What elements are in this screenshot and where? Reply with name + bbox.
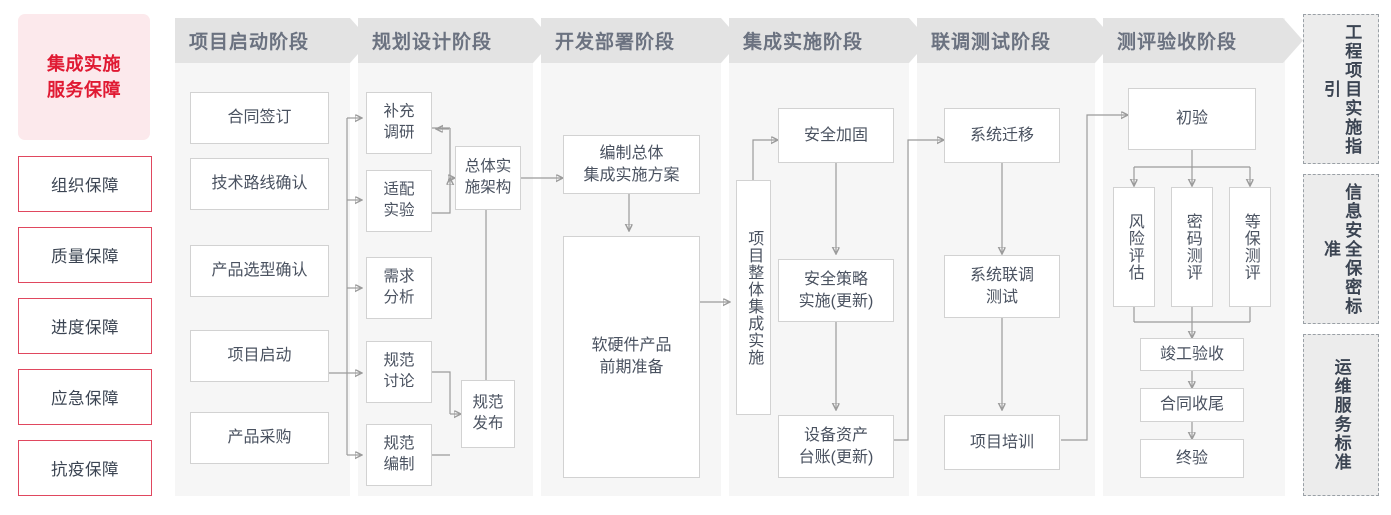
node-label: 等保测评 xyxy=(1241,213,1259,281)
node-label: 补充 调研 xyxy=(383,103,415,141)
guarantee-item-3[interactable]: 应急保障 xyxy=(18,369,152,425)
phase-header-1[interactable]: 项目启动阶段 xyxy=(175,18,370,63)
node-label: 初验 xyxy=(1175,110,1208,128)
standard-label: 运维服务标准 xyxy=(1331,358,1351,472)
node-product-procurement[interactable]: 产品采购 xyxy=(190,412,329,464)
node-label: 规范 讨论 xyxy=(383,352,415,390)
brand-line-1: 集成实施 xyxy=(47,53,121,74)
node-label: 项目启动 xyxy=(227,347,292,365)
node-label: 合同签订 xyxy=(227,109,292,127)
node-spec-drafting[interactable]: 规范 编制 xyxy=(366,424,432,486)
node-overall-project-integration[interactable]: 项目整体集成实施 xyxy=(736,180,771,415)
node-label: 安全策略 实施(更新) xyxy=(798,270,874,310)
phase-header-label: 测评验收阶段 xyxy=(1117,32,1238,53)
node-label: 项目培训 xyxy=(969,433,1034,451)
guarantee-item-2[interactable]: 进度保障 xyxy=(18,298,152,354)
phase-header-2[interactable]: 规划设计阶段 xyxy=(358,18,553,63)
node-label: 编制总体 集成实施方案 xyxy=(583,144,680,184)
guarantee-label: 抗疫保障 xyxy=(51,461,119,479)
phase-header-label: 项目启动阶段 xyxy=(189,32,310,53)
node-contract-signing[interactable]: 合同签订 xyxy=(190,92,329,144)
node-completion-acceptance[interactable]: 竣工验收 xyxy=(1140,338,1244,371)
standard-label: 信息安全保密标准 xyxy=(1321,182,1362,316)
node-preliminary-acceptance[interactable]: 初验 xyxy=(1128,88,1256,150)
guarantee-label: 进度保障 xyxy=(51,319,119,337)
node-label: 需求 分析 xyxy=(383,268,415,306)
node-overall-implementation-architecture[interactable]: 总体实 施架构 xyxy=(455,146,521,210)
phase-header-label: 集成实施阶段 xyxy=(743,32,864,53)
phase-header-label: 开发部署阶段 xyxy=(555,32,676,53)
standard-item-infosec-standard[interactable]: 信息安全保密标准 xyxy=(1303,174,1379,324)
node-label: 产品选型确认 xyxy=(211,262,308,280)
node-adaptation-experiment[interactable]: 适配 实验 xyxy=(366,170,432,232)
node-project-kickoff[interactable]: 项目启动 xyxy=(190,330,329,382)
brand-title: 集成实施 服务保障 xyxy=(18,14,150,140)
node-label: 技术路线确认 xyxy=(211,175,308,193)
node-hardware-software-prep[interactable]: 软硬件产品 前期准备 xyxy=(563,236,700,478)
node-label: 风险评估 xyxy=(1125,213,1143,281)
guarantee-item-4[interactable]: 抗疫保障 xyxy=(18,440,152,496)
node-system-joint-debug-test[interactable]: 系统联调 测试 xyxy=(944,255,1060,318)
phase-header-label: 规划设计阶段 xyxy=(372,32,493,53)
node-label: 适配 实验 xyxy=(383,181,415,219)
phase-header-5[interactable]: 联调测试阶段 xyxy=(917,18,1115,63)
node-label: 项目整体集成实施 xyxy=(745,229,763,366)
standard-label: 工程项目实施指引 xyxy=(1321,22,1362,156)
phase-header-6[interactable]: 测评验收阶段 xyxy=(1103,18,1303,63)
node-label: 产品采购 xyxy=(227,429,292,447)
node-label: 设备资产 台账(更新) xyxy=(798,426,874,466)
node-final-acceptance[interactable]: 终验 xyxy=(1140,439,1244,478)
guarantee-item-1[interactable]: 质量保障 xyxy=(18,227,152,283)
node-cryptography-evaluation[interactable]: 密码测评 xyxy=(1171,187,1213,307)
node-label: 密码测评 xyxy=(1183,213,1201,281)
node-overall-integration-plan[interactable]: 编制总体 集成实施方案 xyxy=(563,135,700,194)
node-label: 规范 编制 xyxy=(383,435,415,473)
node-label: 软硬件产品 前期准备 xyxy=(591,337,672,376)
node-label: 系统联调 测试 xyxy=(969,266,1034,306)
node-tech-route-confirm[interactable]: 技术路线确认 xyxy=(190,158,329,210)
node-label: 规范 发布 xyxy=(472,394,504,432)
node-equipment-asset-ledger[interactable]: 设备资产 台账(更新) xyxy=(778,415,894,478)
node-project-training[interactable]: 项目培训 xyxy=(944,415,1060,470)
phase-header-4[interactable]: 集成实施阶段 xyxy=(729,18,929,63)
guarantee-label: 应急保障 xyxy=(51,390,119,408)
node-label: 总体实 施架构 xyxy=(464,158,512,196)
node-risk-assessment[interactable]: 风险评估 xyxy=(1113,187,1155,307)
node-spec-release[interactable]: 规范 发布 xyxy=(461,380,515,448)
node-label: 安全加固 xyxy=(803,126,868,144)
node-requirement-analysis[interactable]: 需求 分析 xyxy=(366,257,432,319)
guarantee-item-0[interactable]: 组织保障 xyxy=(18,156,152,212)
node-contract-closeout[interactable]: 合同收尾 xyxy=(1140,388,1244,422)
node-label: 竣工验收 xyxy=(1159,345,1224,363)
brand-line-2: 服务保障 xyxy=(47,80,121,100)
node-security-policy-implementation[interactable]: 安全策略 实施(更新) xyxy=(778,259,894,322)
node-system-migration[interactable]: 系统迁移 xyxy=(944,108,1060,163)
node-label: 系统迁移 xyxy=(969,126,1034,144)
guarantee-label: 组织保障 xyxy=(51,177,119,195)
standard-item-ops-service-standard[interactable]: 运维服务标准 xyxy=(1303,334,1379,496)
node-security-hardening[interactable]: 安全加固 xyxy=(778,108,894,163)
node-spec-discussion[interactable]: 规范 讨论 xyxy=(366,341,432,403)
node-supplementary-research[interactable]: 补充 调研 xyxy=(366,92,432,154)
standard-item-engineering-guideline[interactable]: 工程项目实施指引 xyxy=(1303,14,1379,164)
node-label: 合同收尾 xyxy=(1159,396,1224,414)
node-classified-protection-evaluation[interactable]: 等保测评 xyxy=(1229,187,1271,307)
node-label: 终验 xyxy=(1175,449,1208,467)
phase-header-label: 联调测试阶段 xyxy=(931,32,1052,53)
guarantee-label: 质量保障 xyxy=(51,248,119,266)
phase-header-3[interactable]: 开发部署阶段 xyxy=(541,18,741,63)
node-product-selection-confirm[interactable]: 产品选型确认 xyxy=(190,245,329,297)
